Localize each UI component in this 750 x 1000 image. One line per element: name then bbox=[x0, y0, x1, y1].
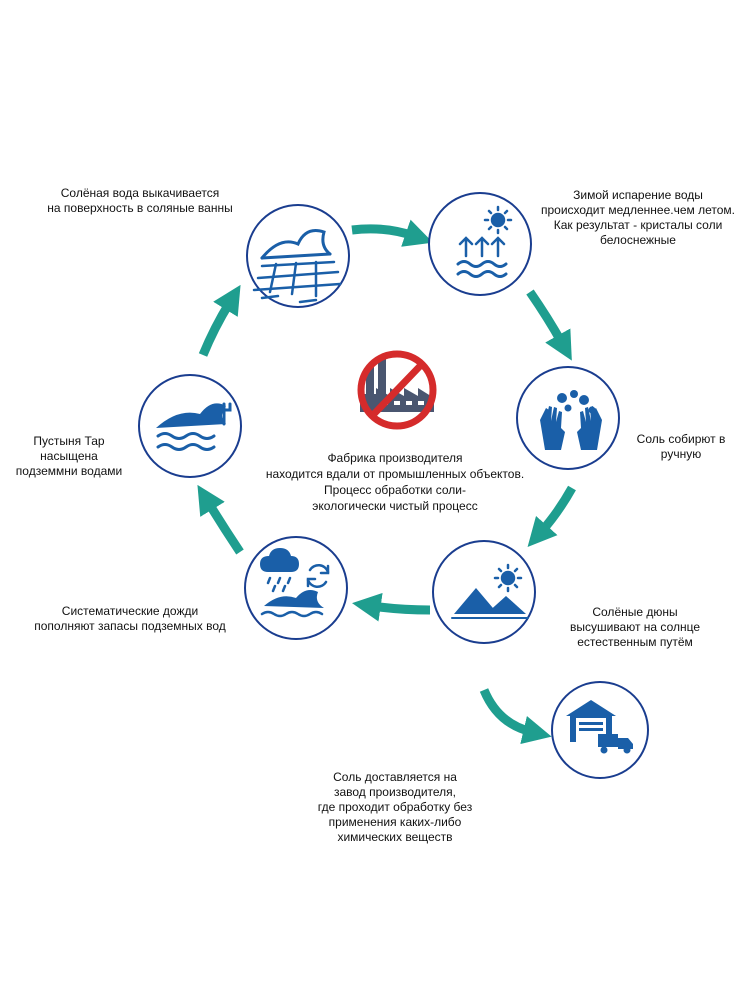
step-hand-harvest-label: Соль собирют в ручную bbox=[636, 432, 726, 461]
center-caption: Фабрика производителя находится вдали от… bbox=[265, 451, 525, 513]
step-evaporation-label: Зимой испарение воды происходит медленне… bbox=[540, 188, 736, 247]
desert-wave-icon bbox=[156, 402, 232, 451]
rain-recycle-icon bbox=[260, 548, 330, 618]
center-no-factory bbox=[357, 350, 437, 430]
step-rain-label: Систематические дожди пополняют запасы п… bbox=[34, 604, 226, 633]
step-rain bbox=[244, 536, 348, 640]
step-desert bbox=[138, 374, 242, 478]
step-delivery bbox=[551, 681, 649, 779]
step-pump-label: Солёная вода выкачивается на поверхность… bbox=[47, 186, 233, 215]
arrow-dunes-to-delivery bbox=[479, 688, 552, 745]
arrow-rain-to-desert bbox=[197, 484, 244, 555]
step-dunes-circle bbox=[432, 540, 536, 644]
step-pump bbox=[246, 204, 350, 308]
step-evaporation-circle bbox=[428, 192, 532, 296]
prohibit-icon bbox=[357, 350, 437, 430]
step-dunes bbox=[432, 540, 536, 644]
arrow-desert-to-pump bbox=[198, 284, 241, 357]
wave-pool-icon bbox=[252, 229, 342, 304]
step-desert-label: Пустыня Тар насыщена подземмни водами bbox=[15, 434, 123, 478]
arrow-hands-to-dunes bbox=[527, 485, 576, 548]
arrow-evaporation-to-hands bbox=[526, 289, 572, 361]
step-delivery-label: Соль доставляется на завод производителя… bbox=[317, 770, 473, 844]
step-dunes-label: Солёные дюны высушивают на солнце естест… bbox=[569, 605, 701, 649]
arrow-pump-to-evaporation bbox=[351, 219, 434, 247]
prohibit-slash bbox=[369, 361, 425, 419]
step-rain-circle bbox=[244, 536, 348, 640]
sun-dunes-icon bbox=[451, 563, 529, 619]
hands-icon bbox=[540, 390, 602, 450]
cycle-arrows bbox=[197, 219, 576, 745]
step-evaporation bbox=[428, 192, 532, 296]
step-hand-harvest bbox=[516, 366, 620, 470]
arrow-dunes-to-rain bbox=[352, 592, 431, 622]
warehouse-truck-icon bbox=[566, 700, 633, 754]
sun-evaporation-icon bbox=[456, 205, 513, 278]
